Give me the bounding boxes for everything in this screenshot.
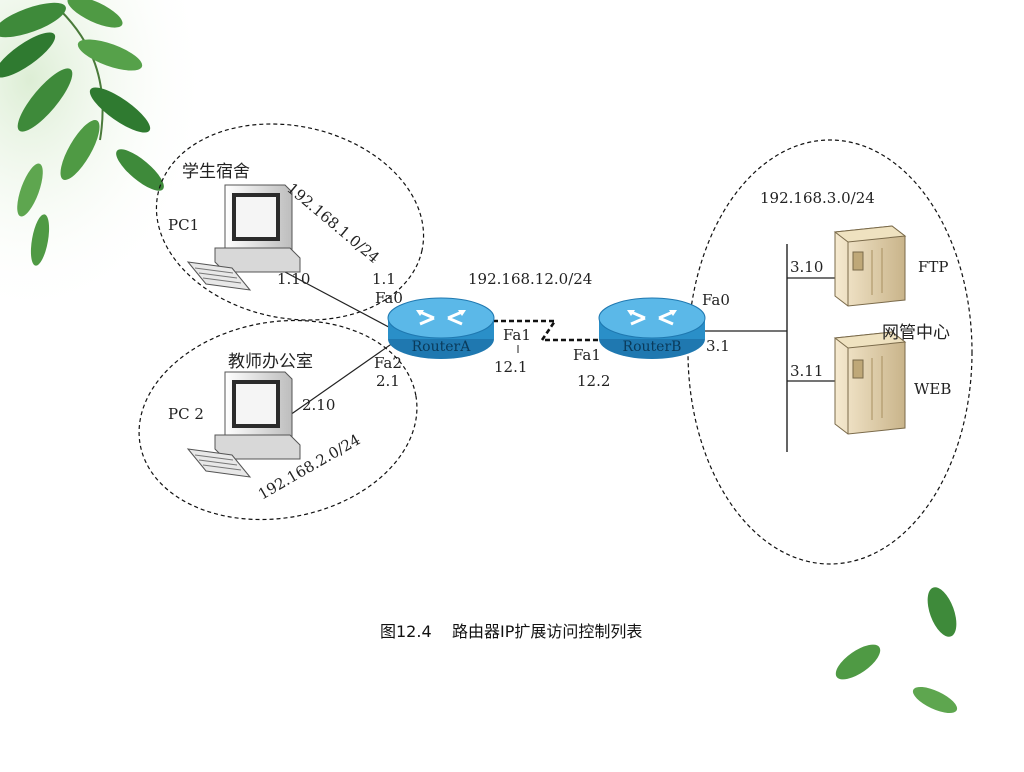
zone-student-dorm-boundary: [155, 123, 425, 321]
pc1-computer-icon[interactable]: [186, 184, 301, 291]
router-a-fa2-iface: Fa2: [374, 354, 402, 372]
zone-teacher-office-boundary: [138, 319, 418, 521]
pc1-name: PC1: [168, 216, 200, 234]
zone-title-nms-center: 网管中心: [882, 323, 950, 343]
router-b-fa0-iface: Fa0: [702, 291, 730, 309]
link-router-a-router-b: [493, 319, 600, 342]
figure-caption: 图12.4 路由器IP扩展访问控制列表: [380, 618, 642, 642]
router-b-fa1-ip: 12.2: [577, 372, 611, 390]
pc1-ip: 1.10: [277, 270, 311, 288]
router-b-fa0-ip: 3.1: [706, 337, 730, 355]
web-server-icon[interactable]: [833, 331, 907, 435]
ftp-name: FTP: [918, 258, 949, 276]
link-pc1-router-a: [284, 271, 401, 334]
pc2-computer-icon[interactable]: [186, 371, 301, 478]
zone-title-student-dorm: 学生宿舍: [182, 162, 250, 182]
ftp-server-icon[interactable]: [833, 225, 907, 307]
router-a-fa0-iface: Fa0: [375, 289, 403, 307]
router-a-icon[interactable]: [387, 297, 495, 359]
web-name: WEB: [914, 380, 952, 398]
router-a-fa1-iface: Fa1: [503, 326, 531, 344]
link-pc2-router-a: [289, 337, 401, 416]
figure-title: 路由器IP扩展访问控制列表: [451, 622, 643, 641]
decorative-leaves-bottom-right: [835, 587, 958, 714]
web-ip: 3.11: [790, 362, 824, 380]
pc2-name: PC 2: [168, 405, 204, 423]
zone-title-teacher-office: 教师办公室: [228, 352, 313, 372]
router-b-fa1-iface: Fa1: [573, 346, 601, 364]
router-a-fa1-ip: 12.1: [494, 358, 528, 376]
router-a-fa0-ip: 1.1: [372, 270, 396, 288]
router-a-fa2-ip: 2.1: [376, 372, 400, 390]
ftp-ip: 3.10: [790, 258, 824, 276]
link-subnet-label: 192.168.12.0/24: [468, 270, 593, 288]
router-b-icon[interactable]: [598, 297, 706, 359]
figure-number: 图12.4: [380, 622, 432, 641]
router-b-name: RouterB: [623, 339, 682, 355]
subnet-label-nms-center: 192.168.3.0/24: [760, 189, 875, 207]
router-a-name: RouterA: [412, 339, 472, 355]
pc2-ip: 2.10: [302, 396, 336, 414]
